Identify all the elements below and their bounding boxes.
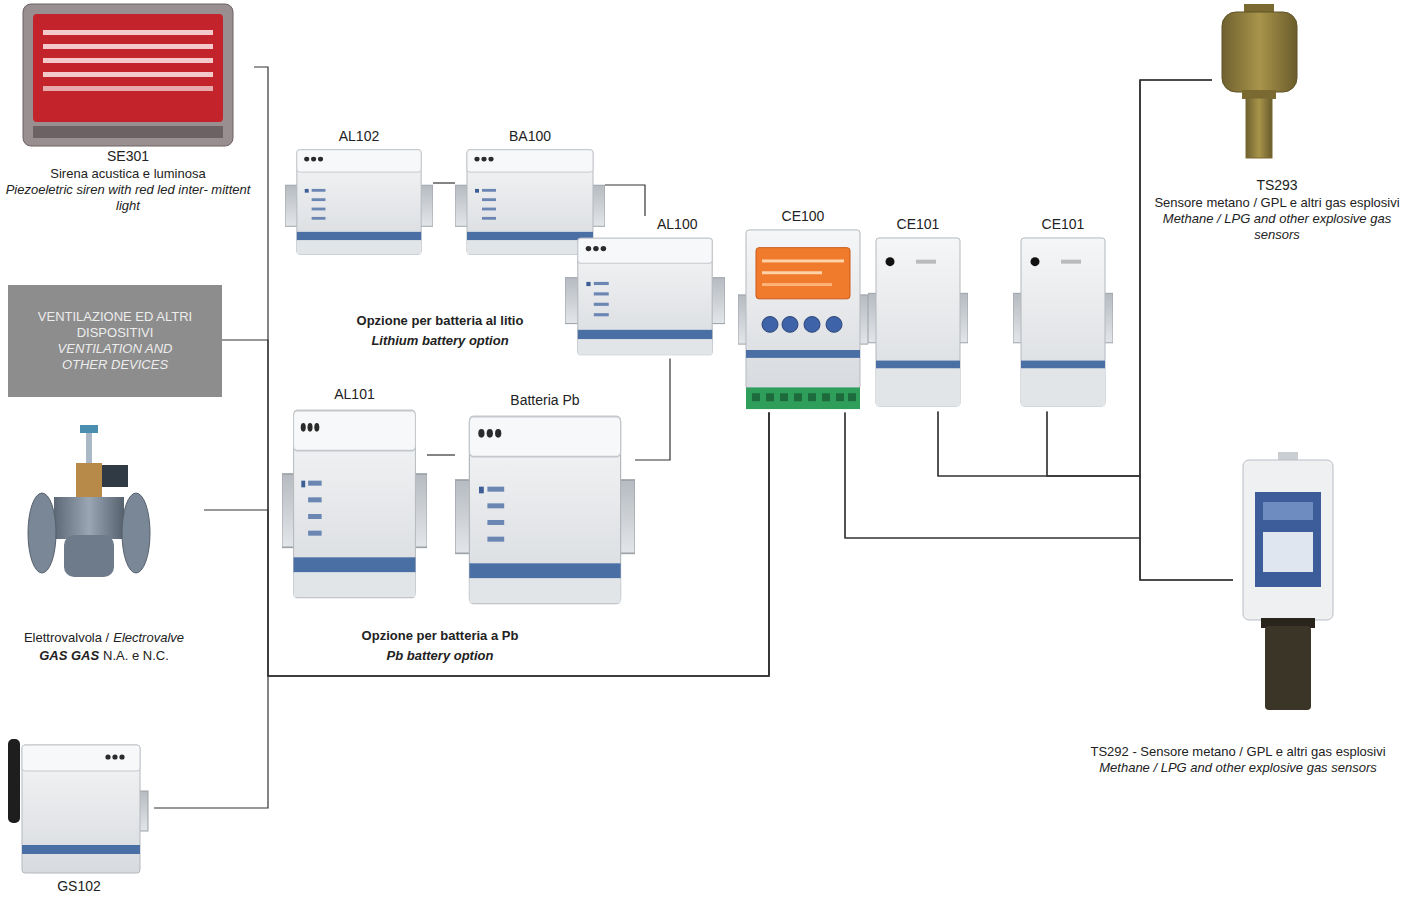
part-description: Sirena acustica e luminosa xyxy=(2,166,254,182)
part-code: BA100 xyxy=(455,128,605,146)
expansion-module-picture xyxy=(868,234,968,412)
control-unit: CE100 xyxy=(738,208,868,413)
part-description: Methane / LPG and other explosive gas se… xyxy=(1152,211,1402,244)
caption-block: TS293Sensore metano / GPL e altri gas es… xyxy=(1152,177,1402,243)
din-module: AL102 xyxy=(285,128,433,258)
option-caption: Opzione per batteria a Pb xyxy=(310,628,570,644)
option-caption: Lithium battery option xyxy=(310,333,570,349)
din-module-picture xyxy=(285,146,433,258)
gsm-module-picture xyxy=(4,733,149,878)
part-description: Electrovalve xyxy=(113,630,184,645)
part-code: Batteria Pb xyxy=(455,392,635,410)
wire xyxy=(635,359,670,461)
wire xyxy=(845,413,1233,581)
part-code: CE101 xyxy=(1013,216,1113,234)
device-group-box: VENTILAZIONE ED ALTRI DISPOSITIVIVENTILA… xyxy=(8,285,222,397)
text-line: GAS GAS N.A. e N.C. xyxy=(4,646,204,664)
part-description: Methane / LPG and other explosive gas se… xyxy=(1063,760,1413,776)
gsm-device: GS102 xyxy=(4,733,154,896)
caption-block: TS292 - Sensore metano / GPL e altri gas… xyxy=(1063,744,1413,777)
option-caption: Pb battery option xyxy=(310,648,570,664)
option-caption: Opzione per batteria al litio xyxy=(310,313,570,329)
din-module-picture xyxy=(565,234,725,359)
siren-device: SE301Sirena acustica e luminosaPiezoelet… xyxy=(2,2,254,214)
part-code: AL101 xyxy=(282,386,427,404)
gas-sensor-picture xyxy=(1233,452,1343,714)
din-module: AL101 xyxy=(282,386,427,604)
part-description: TS292 - Sensore metano / GPL e altri gas… xyxy=(1063,744,1413,760)
part-code: CE101 xyxy=(868,216,968,234)
wire xyxy=(154,413,769,809)
expansion-module: CE101 xyxy=(1013,216,1113,412)
siren-picture xyxy=(21,2,235,148)
wire xyxy=(938,80,1212,476)
wire xyxy=(1047,412,1233,581)
part-description: Sensore metano / GPL e altri gas esplosi… xyxy=(1152,195,1402,211)
wire xyxy=(938,412,1233,581)
valve-type: N.A. e N.C. xyxy=(103,648,169,663)
expansion-module: CE101 xyxy=(868,216,968,412)
wire xyxy=(254,67,769,676)
din-module-picture xyxy=(282,404,427,604)
text-line: Elettrovalvola / Electrovalve xyxy=(4,628,204,646)
control-unit-picture xyxy=(738,226,868,413)
gas-sensor: TS292 - Sensore metano / GPL e altri gas… xyxy=(1233,452,1343,714)
wire xyxy=(605,185,645,216)
wire xyxy=(433,182,455,183)
part-code: AL100 xyxy=(565,216,725,234)
gas-sensor-picture xyxy=(1212,2,1307,160)
gas-type: GAS GAS xyxy=(39,648,99,663)
group-title: VENTILATION AND OTHER DEVICES xyxy=(36,341,194,374)
group-title: VENTILAZIONE ED ALTRI DISPOSITIVI xyxy=(36,309,194,342)
part-code: AL102 xyxy=(285,128,433,146)
wire xyxy=(222,340,769,676)
electrovalve-picture xyxy=(24,425,154,590)
part-code: TS293 xyxy=(1152,177,1402,195)
battery-module-picture xyxy=(455,410,635,610)
din-module: AL100 xyxy=(565,216,725,359)
part-description: Elettrovalvola / xyxy=(24,630,109,645)
expansion-module-picture xyxy=(1013,234,1113,412)
battery-module: Batteria Pb xyxy=(455,392,635,610)
electrovalve-device: Elettrovalvola / ElectrovalveGAS GAS N.A. … xyxy=(4,425,204,665)
gas-sensor: TS293Sensore metano / GPL e altri gas es… xyxy=(1212,2,1307,160)
wire xyxy=(845,80,1212,538)
part-description: Piezoeletric siren with red led inter- m… xyxy=(2,182,254,215)
wire xyxy=(427,454,455,455)
part-code: GS102 xyxy=(4,878,154,896)
part-code: SE301 xyxy=(2,148,254,166)
part-code: CE100 xyxy=(738,208,868,226)
